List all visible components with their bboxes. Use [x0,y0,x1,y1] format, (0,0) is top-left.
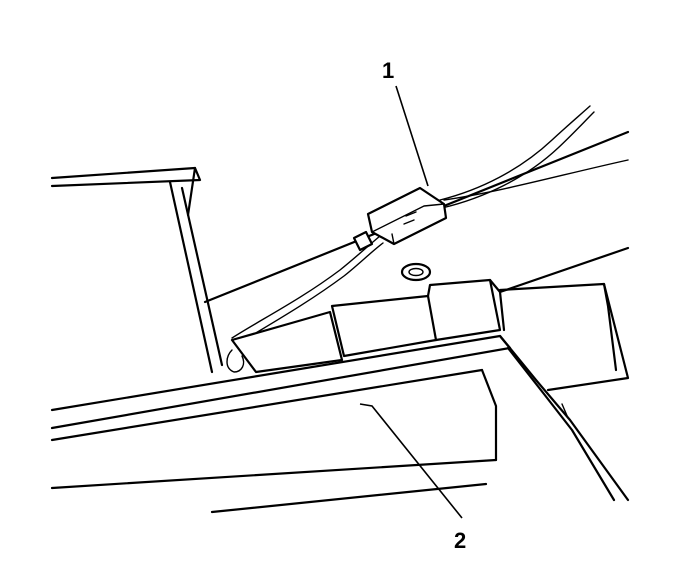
lower-housing [50,334,630,514]
bracket-assembly [226,262,630,392]
callout-leaders [359,85,463,519]
leader-1 [395,85,429,187]
wiring-harness [231,105,629,346]
electrical-connector [352,186,448,252]
leader-2 [359,403,463,519]
callout-2: 2 [454,528,466,553]
upper-left-panel [50,166,224,374]
callout-1: 1 [382,58,394,83]
